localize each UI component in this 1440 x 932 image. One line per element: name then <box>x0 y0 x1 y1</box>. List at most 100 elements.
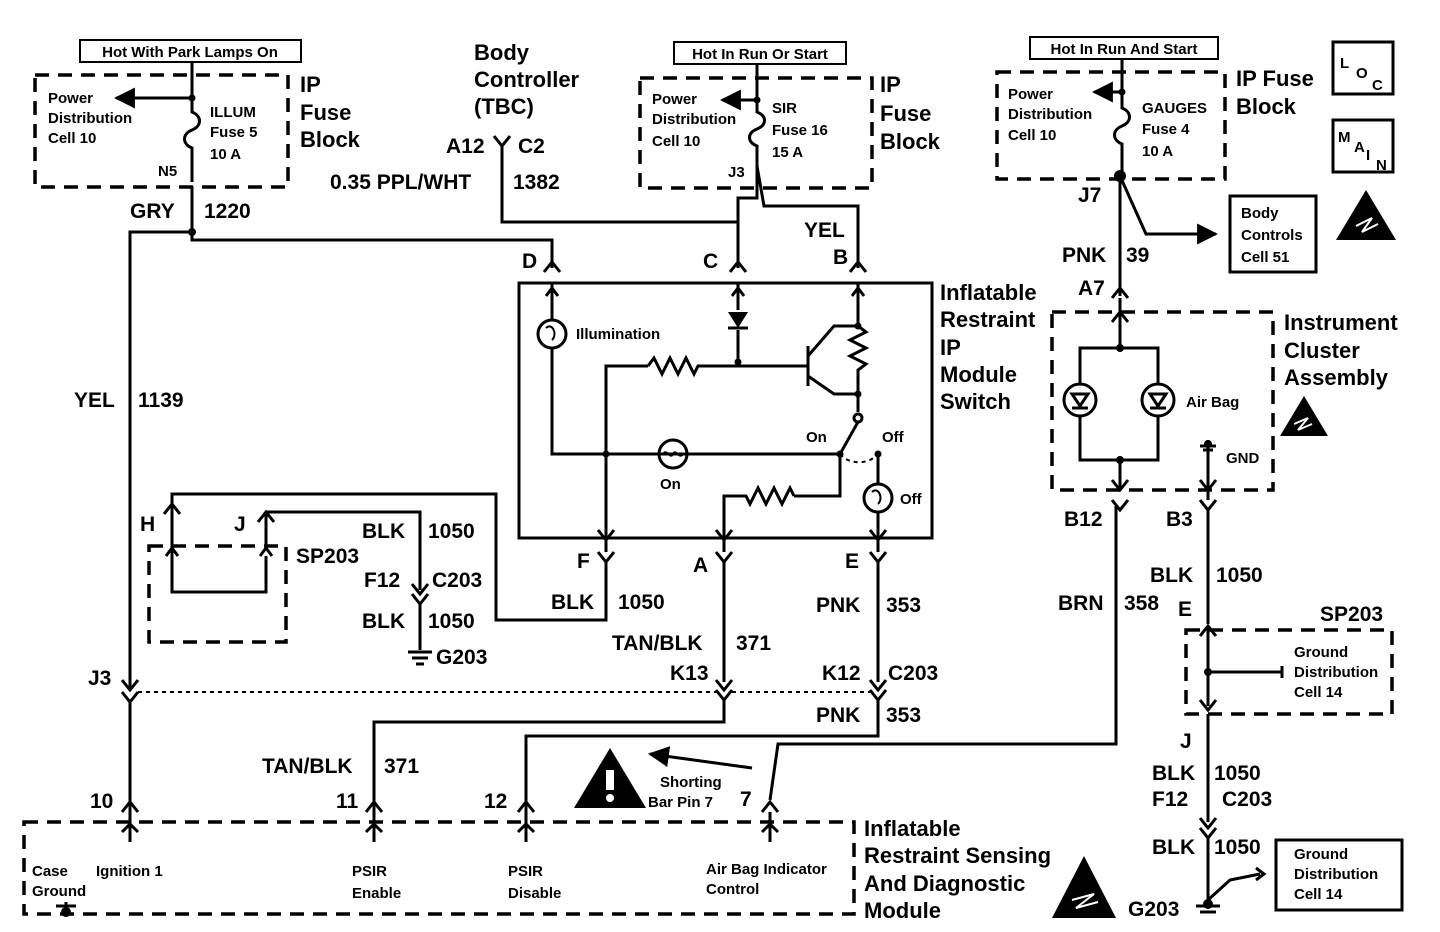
label: Cluster <box>1284 338 1360 363</box>
ground-distribution-ref <box>1274 838 1404 912</box>
label: Ground <box>1294 846 1348 863</box>
wire-color: YEL <box>804 219 845 242</box>
label: Module <box>940 362 1017 387</box>
circuit-number: 1220 <box>204 200 251 223</box>
label-shorting-bar: Bar Pin 7 <box>648 794 713 811</box>
label: Cell 14 <box>1294 684 1343 701</box>
circuit-number: 371 <box>384 755 419 778</box>
fuse-block-middle: Hot In Run Or Start Power Distribution C… <box>638 41 941 190</box>
pin-h: H <box>140 513 155 536</box>
wire-blk-1050 <box>170 492 608 622</box>
wire-color: BLK <box>1150 564 1193 587</box>
sensing-diagnostic-module: 10 11 12 7 Shorting Bar Pin 7 Case Groun… <box>22 506 1118 923</box>
label: Module <box>864 898 941 923</box>
fuse-name: GAUGES <box>1142 100 1207 117</box>
circuit-number: 371 <box>736 632 771 655</box>
block-label: IP <box>300 72 321 97</box>
label-cell: Cell 10 <box>652 133 700 150</box>
pin-label: J3 <box>728 164 745 181</box>
label-case-ground: Ground <box>32 883 86 900</box>
label-airbag-indicator-control: Air Bag Indicator <box>706 861 827 878</box>
label: Body <box>1241 205 1279 222</box>
esd-sensitive-icon <box>1280 396 1328 436</box>
pin-f: F <box>577 550 590 573</box>
pin-j: J <box>234 513 246 536</box>
label-psir-enable: PSIR <box>352 863 387 880</box>
wire-color: BLK <box>1152 762 1195 785</box>
wire-ignition-feed <box>128 186 194 680</box>
pin-10: 10 <box>90 790 113 813</box>
fuse-number: Fuse 4 <box>1142 121 1190 138</box>
resistor-icon <box>722 484 796 538</box>
block-label: Block <box>880 129 941 154</box>
label-cell: Cell 10 <box>1008 127 1056 144</box>
splice-label: SP203 <box>296 545 359 568</box>
label-illumination: Illumination <box>576 326 660 343</box>
label-off: Off <box>882 429 905 446</box>
label-gnd: GND <box>1226 450 1260 467</box>
esd-sensitive-icon <box>1052 856 1116 918</box>
wire-color: YEL <box>74 389 115 412</box>
label-psir-enable: Enable <box>352 885 401 902</box>
label-power: Power <box>1008 86 1053 103</box>
fuse-block-left: Hot With Park Lamps On Power Distributio… <box>33 39 361 189</box>
fuse-rating: 15 A <box>772 144 803 161</box>
body-controller: Body Controller (TBC) A12 C2 0.35 PPL/WH… <box>330 40 738 224</box>
fuse-number: Fuse 16 <box>772 122 828 139</box>
airbag-warning-led-icon <box>1140 382 1176 418</box>
wire-illum <box>190 232 554 268</box>
label-off-lamp: Off <box>900 491 923 508</box>
wire-color: BLK <box>362 520 405 543</box>
main-letter: M <box>1338 129 1351 146</box>
label: Cell 51 <box>1241 249 1289 266</box>
ground-g203: G203 <box>436 646 487 669</box>
circuit-number: 358 <box>1124 592 1159 615</box>
label: And Diagnostic <box>864 871 1025 896</box>
mode-switch-icon[interactable] <box>838 421 860 455</box>
label-cell: Cell 10 <box>48 130 96 147</box>
block-label: Block <box>1236 94 1297 119</box>
label: Restraint <box>940 307 1036 332</box>
label-distribution: Distribution <box>652 111 736 128</box>
wire-color: BRN <box>1058 592 1104 615</box>
wire-color: BLK <box>551 591 594 614</box>
splice-sp203-right: SP203 Ground Distribution Cell 14 <box>1184 603 1394 716</box>
label: Restraint Sensing <box>864 843 1051 868</box>
label-psir-disable: PSIR <box>508 863 543 880</box>
label-power: Power <box>652 91 697 108</box>
ip-module-switch: D C B Inflatable Restraint IP Module Swi… <box>517 246 1037 577</box>
circuit-number: 39 <box>1126 244 1149 267</box>
loc-letter: C <box>1372 77 1383 94</box>
ground-icon <box>408 650 432 666</box>
label-on: On <box>806 429 827 446</box>
circuit-number: 1050 <box>428 610 475 633</box>
circuit-number: 1050 <box>618 591 665 614</box>
instrument-cluster: Instrument Cluster Assembly Air Bag GND <box>1050 298 1398 493</box>
fuse-icon <box>183 98 201 182</box>
block-label: IP <box>880 72 901 97</box>
pin-j7: J7 <box>1078 184 1101 207</box>
circuit-number: 1050 <box>1214 836 1261 859</box>
circuit-number: 1139 <box>138 389 184 412</box>
circuit-number: 1382 <box>513 171 560 194</box>
header-run-and-start: Hot In Run And Start <box>1051 41 1198 58</box>
label: Switch <box>940 389 1011 414</box>
splice-sp203-left: H J SP203 BLK 1050 F12 C203 BLK 1050 G20… <box>140 501 487 669</box>
diode-icon <box>728 312 748 328</box>
block-label: Fuse <box>880 101 931 126</box>
esd-sensitive-icon <box>1336 190 1396 240</box>
pin-d: D <box>522 250 537 273</box>
main-letter: A <box>1354 139 1365 156</box>
loc-letter: L <box>1340 55 1349 72</box>
label: Ground <box>1294 644 1348 661</box>
label-case-ground: Case <box>32 863 68 880</box>
label: Assembly <box>1284 365 1389 390</box>
main-letter: I <box>1366 147 1370 164</box>
label: Body <box>474 40 530 65</box>
label: (TBC) <box>474 94 534 119</box>
wire-color: BLK <box>362 610 405 633</box>
connector-j3: J3 <box>88 667 111 690</box>
resistor-icon <box>846 324 870 412</box>
ground-g203: G203 <box>1128 898 1179 921</box>
